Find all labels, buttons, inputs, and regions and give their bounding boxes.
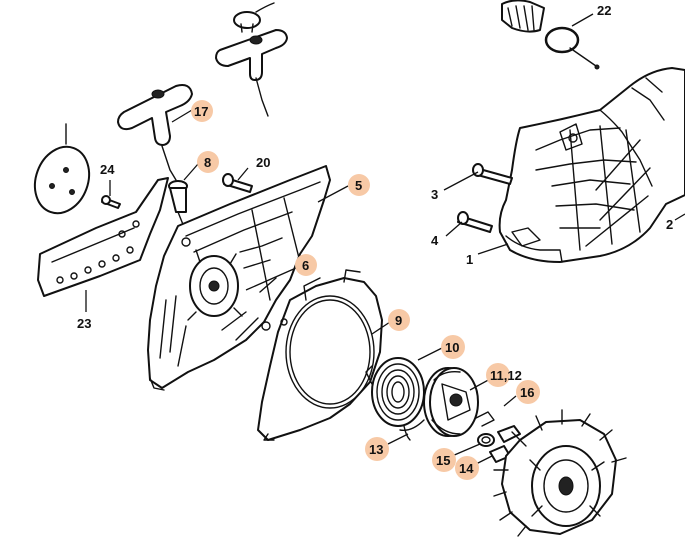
- callout-23: 23: [77, 316, 91, 331]
- top-knob: [233, 2, 275, 33]
- fan-housing-5: [147, 165, 331, 391]
- starter-grip-17: [117, 84, 193, 181]
- callout-labels: 22 3 4 1 2 5 6 9 10 11,12 16 13 15 14 17…: [77, 3, 673, 476]
- callout-highlight-10: [441, 335, 465, 359]
- callout-2: 2: [666, 217, 673, 232]
- callout-10: 10: [445, 340, 459, 355]
- spring-clip: [475, 411, 495, 427]
- callout-6: 6: [302, 258, 309, 273]
- callout-17: 17: [194, 104, 208, 119]
- callout-4: 4: [431, 233, 439, 248]
- callout-highlight-11: [486, 363, 510, 387]
- engine-housing: [498, 67, 685, 263]
- callout-highlight-8: [197, 151, 219, 173]
- washer-15: [477, 433, 495, 447]
- deflector-plate-23: [37, 177, 169, 297]
- screw-20: [222, 173, 253, 193]
- callout-11-12: 11,12: [490, 368, 522, 383]
- callout-highlight-13: [365, 437, 389, 461]
- callout-highlights: [191, 100, 540, 480]
- callout-highlight-16: [516, 380, 540, 404]
- flywheel: [493, 409, 627, 537]
- callout-15: 15: [436, 453, 450, 468]
- callout-16: 16: [520, 385, 534, 400]
- screw-3: [472, 163, 513, 185]
- callout-20: 20: [256, 155, 270, 170]
- screw-24: [101, 195, 121, 209]
- callout-22: 22: [597, 3, 611, 18]
- callout-8: 8: [204, 155, 211, 170]
- callout-3: 3: [431, 187, 438, 202]
- callout-highlight-15: [432, 448, 456, 472]
- rope-rotor-11-12: [399, 367, 479, 437]
- callout-highlight-14: [455, 456, 479, 480]
- pawl-16: [497, 425, 521, 443]
- callout-5: 5: [355, 178, 362, 193]
- t-handle-upper: [215, 29, 288, 117]
- fuel-cap-assembly: [501, 0, 600, 70]
- callout-highlight-9: [388, 309, 410, 331]
- callout-highlight-6: [295, 254, 317, 276]
- disc-plate: [33, 123, 91, 215]
- spring-housing-9: [257, 269, 383, 441]
- callout-24: 24: [100, 162, 115, 177]
- callout-highlight-5: [348, 174, 370, 196]
- callout-1: 1: [466, 252, 473, 267]
- callout-13: 13: [369, 442, 383, 457]
- callout-highlight-17: [191, 100, 213, 122]
- callout-9: 9: [395, 313, 402, 328]
- screw-4: [457, 211, 493, 233]
- callout-14: 14: [459, 461, 474, 476]
- leader-lines: [85, 13, 685, 465]
- rope-guide-8: [168, 180, 188, 233]
